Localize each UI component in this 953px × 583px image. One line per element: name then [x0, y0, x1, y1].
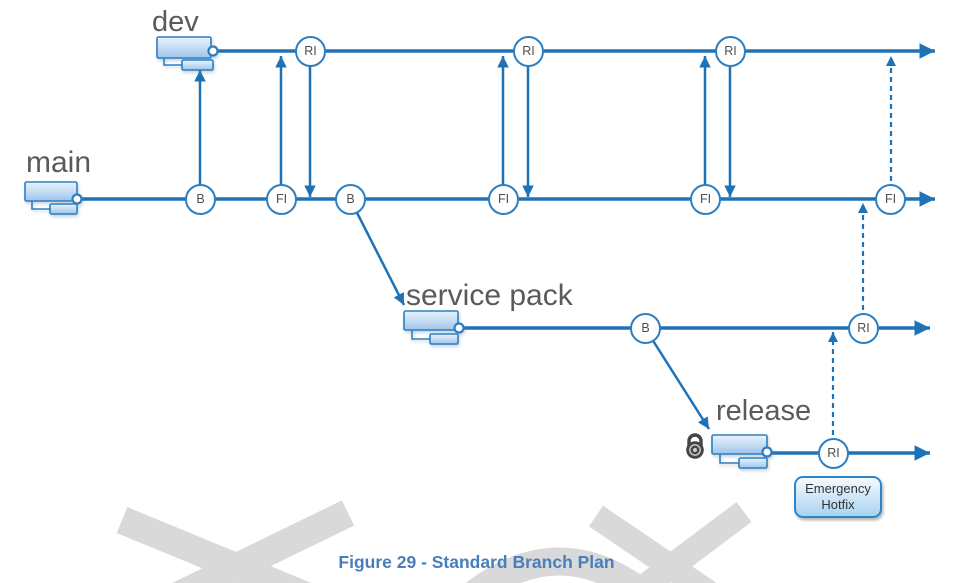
emergency-hotfix-callout: Emergency Hotfix	[794, 476, 882, 518]
page-watermark	[116, 500, 752, 583]
watermark-stroke	[628, 502, 752, 583]
watermark-arch	[465, 547, 652, 583]
watermark-stroke	[172, 500, 355, 583]
emergency-hotfix-line1: Emergency	[805, 480, 871, 496]
lock-icon	[686, 433, 704, 459]
branch-arrow-main-to-service-pack	[348, 198, 406, 306]
node-fi-main-1: FI	[266, 184, 297, 215]
node-b-main-2: B	[335, 184, 366, 215]
node-ri-service-pack: RI	[848, 313, 879, 344]
node-ri-dev-3: RI	[715, 36, 746, 67]
release-branch-icon	[711, 434, 773, 469]
node-ri-dev-2: RI	[513, 36, 544, 67]
service-pack-branch-label: service pack	[406, 279, 573, 312]
node-fi-main-3: FI	[690, 184, 721, 215]
figure-caption: Figure 29 - Standard Branch Plan	[338, 552, 615, 572]
node-ri-release: RI	[818, 438, 849, 469]
node-ri-dev-1: RI	[295, 36, 326, 67]
dev-branch-label: dev	[152, 6, 199, 38]
node-fi-main-2: FI	[488, 184, 519, 215]
release-branch-label: release	[716, 395, 812, 427]
dev-branch-icon	[156, 36, 219, 71]
main-branch-label: main	[26, 146, 92, 179]
node-b-service-pack: B	[630, 313, 661, 344]
main-branch-icon	[24, 181, 83, 215]
service-pack-branch-icon	[403, 310, 465, 345]
emergency-hotfix-line2: Hotfix	[821, 497, 855, 512]
branch-arrow-service-pack-to-release	[643, 327, 711, 430]
node-b-main-1: B	[185, 184, 216, 215]
node-fi-main-4: FI	[875, 184, 906, 215]
